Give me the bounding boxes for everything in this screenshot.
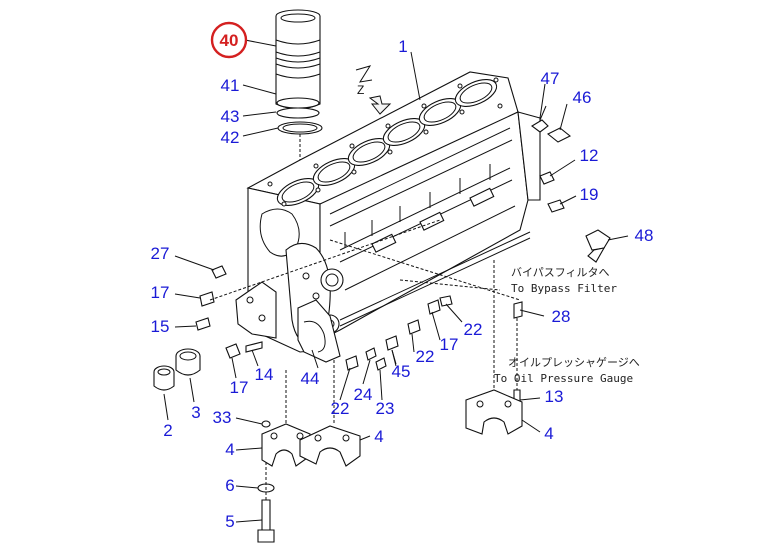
callout-4-left[interactable]: 4 — [225, 440, 234, 459]
main-bearing-caps — [261, 389, 523, 467]
callout-27[interactable]: 27 — [151, 244, 170, 263]
callout-22-lower[interactable]: 22 — [331, 399, 350, 418]
callout-43[interactable]: 43 — [221, 107, 240, 126]
callout-13[interactable]: 13 — [545, 387, 564, 406]
callout-44[interactable]: 44 — [301, 369, 320, 388]
highlight-ring-40 — [210, 21, 248, 59]
callout-47[interactable]: 47 — [541, 69, 560, 88]
fasteners — [195, 105, 611, 543]
leader-lines — [163, 39, 629, 523]
callout-41[interactable]: 41 — [221, 76, 240, 95]
callout-4-mid[interactable]: 4 — [374, 427, 383, 446]
callout-3[interactable]: 3 — [191, 403, 200, 422]
view-z-label: Z — [357, 83, 364, 97]
callout-45[interactable]: 45 — [392, 362, 411, 381]
callout-40[interactable]: 40 — [220, 31, 239, 50]
callout-4-right[interactable]: 4 — [544, 424, 553, 443]
callout-2[interactable]: 2 — [163, 421, 172, 440]
callout-22-mid[interactable]: 22 — [416, 347, 435, 366]
front-cover — [235, 281, 341, 363]
callout-42[interactable]: 42 — [221, 128, 240, 147]
callout-15[interactable]: 15 — [151, 317, 170, 336]
callout-17-mid[interactable]: 17 — [440, 335, 459, 354]
routing-notes: バイパスフィルタへ To Bypass Filter オイルプレッシャゲージへ … — [494, 266, 640, 385]
callout-28[interactable]: 28 — [552, 307, 571, 326]
note-oil-en: To Oil Pressure Gauge — [494, 372, 633, 385]
note-oil-jp: オイルプレッシャゲージへ — [508, 356, 640, 369]
callout-14[interactable]: 14 — [255, 365, 274, 384]
note-bypass-en: To Bypass Filter — [511, 282, 617, 295]
head-bolt-holes — [267, 77, 503, 207]
callout-24[interactable]: 24 — [354, 385, 373, 404]
callout-23[interactable]: 23 — [376, 399, 395, 418]
callout-labels: 40 1 41 43 42 47 46 12 19 48 27 17 15 28… — [151, 21, 654, 531]
callout-46[interactable]: 46 — [573, 88, 592, 107]
callout-1[interactable]: 1 — [398, 37, 407, 56]
note-bypass-jp: バイパスフィルタへ — [511, 266, 610, 279]
camshaft-bushings — [153, 348, 201, 391]
callout-19[interactable]: 19 — [580, 185, 599, 204]
cylinder-liner-assembly — [275, 9, 323, 175]
view-z-arrow: Z — [355, 65, 392, 115]
callout-5[interactable]: 5 — [225, 512, 234, 531]
callout-6[interactable]: 6 — [225, 476, 234, 495]
callout-33[interactable]: 33 — [213, 408, 232, 427]
callout-17-lower[interactable]: 17 — [230, 378, 249, 397]
callout-17-upper[interactable]: 17 — [151, 283, 170, 302]
callout-12[interactable]: 12 — [580, 146, 599, 165]
callout-22-right[interactable]: 22 — [464, 320, 483, 339]
callout-48[interactable]: 48 — [635, 226, 654, 245]
